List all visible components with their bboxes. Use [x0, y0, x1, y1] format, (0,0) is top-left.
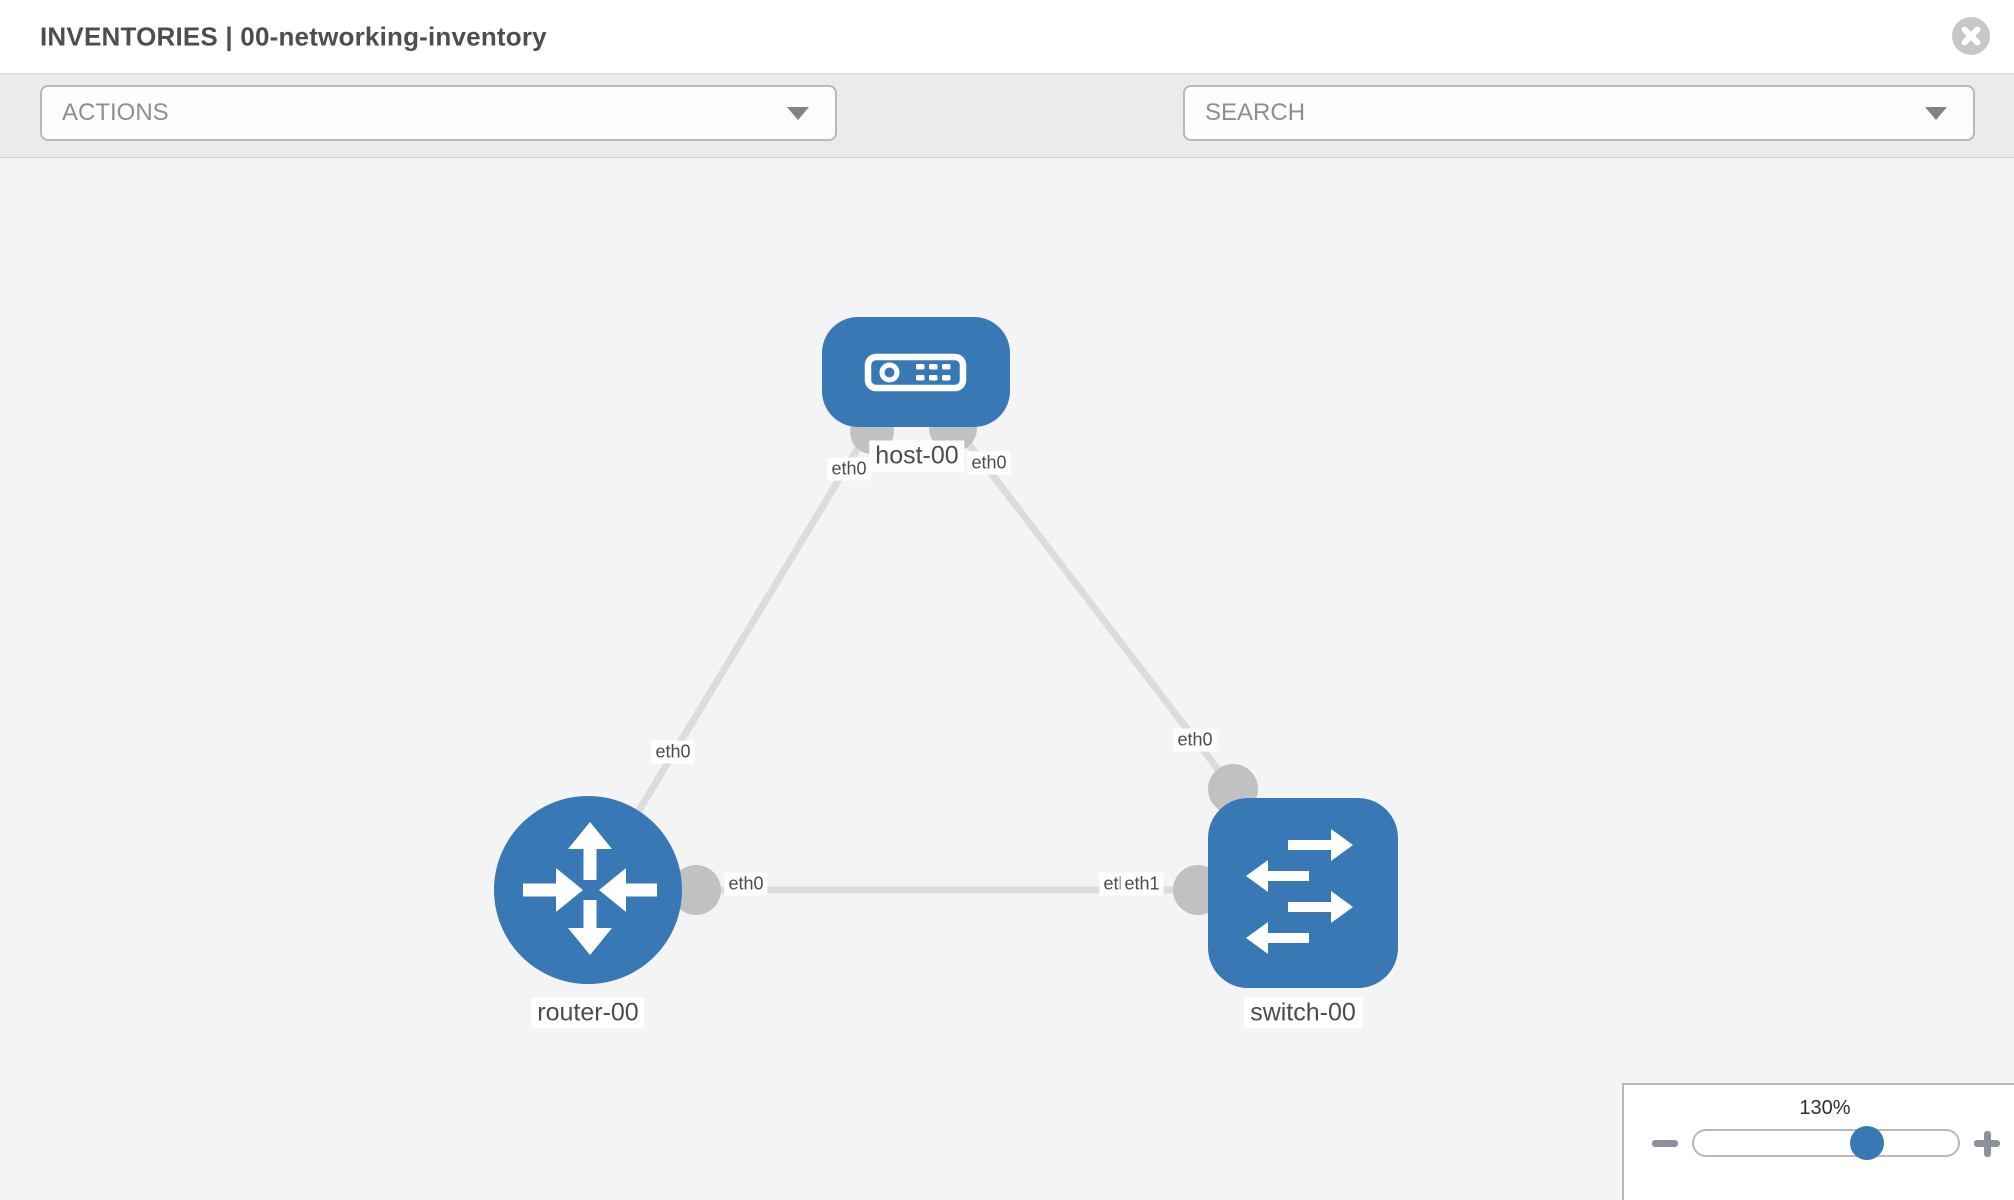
node-host-00[interactable] — [822, 317, 1010, 427]
interface-label: eth0 — [1173, 728, 1217, 752]
interface-label: eth0 — [651, 740, 695, 764]
host-icon — [864, 353, 967, 392]
interface-label: eth0 — [827, 457, 871, 481]
node-router-00[interactable] — [494, 796, 682, 984]
router-icon — [523, 822, 657, 955]
zoom-control-panel: 130% — [1622, 1083, 2014, 1200]
topology-canvas[interactable]: eth0 eth0 eth0 eth0 eth0 eth0 eth1 host-… — [0, 158, 2014, 1200]
toolbar: ACTIONS SEARCH — [0, 74, 2014, 221]
close-icon — [1952, 17, 1990, 58]
link-host-router[interactable] — [597, 426, 873, 877]
close-button[interactable] — [1952, 17, 1990, 55]
interface-label: eth0 — [967, 451, 1011, 475]
page-title: INVENTORIES | 00-networking-inventory — [40, 21, 547, 51]
panel-header: INVENTORIES | 00-networking-inventory — [0, 0, 2014, 74]
zoom-in-button[interactable] — [1972, 1128, 2002, 1158]
interface-label: eth0 — [724, 872, 768, 896]
zoom-level-label: 130% — [1799, 1097, 1851, 1119]
zoom-out-button[interactable] — [1650, 1128, 1680, 1158]
search-dropdown[interactable]: SEARCH — [1183, 85, 1975, 141]
actions-dropdown[interactable]: ACTIONS — [40, 85, 837, 141]
zoom-slider[interactable] — [1692, 1126, 1960, 1160]
minus-icon — [1652, 1140, 1678, 1147]
actions-dropdown-label: ACTIONS — [62, 99, 169, 126]
chevron-down-icon — [1925, 106, 1947, 120]
node-label-host-00: host-00 — [869, 440, 965, 472]
chevron-down-icon — [787, 106, 809, 120]
interface-label: eth1 — [1120, 872, 1164, 896]
node-label-switch-00: switch-00 — [1244, 997, 1362, 1029]
interface-connector — [671, 865, 721, 915]
node-switch-00[interactable] — [1208, 798, 1398, 988]
node-label-router-00: router-00 — [531, 997, 645, 1029]
zoom-slider-thumb[interactable] — [1850, 1126, 1884, 1160]
switch-icon — [1246, 829, 1353, 954]
search-input[interactable]: SEARCH — [1205, 99, 1306, 126]
plus-icon — [1983, 1130, 1991, 1157]
